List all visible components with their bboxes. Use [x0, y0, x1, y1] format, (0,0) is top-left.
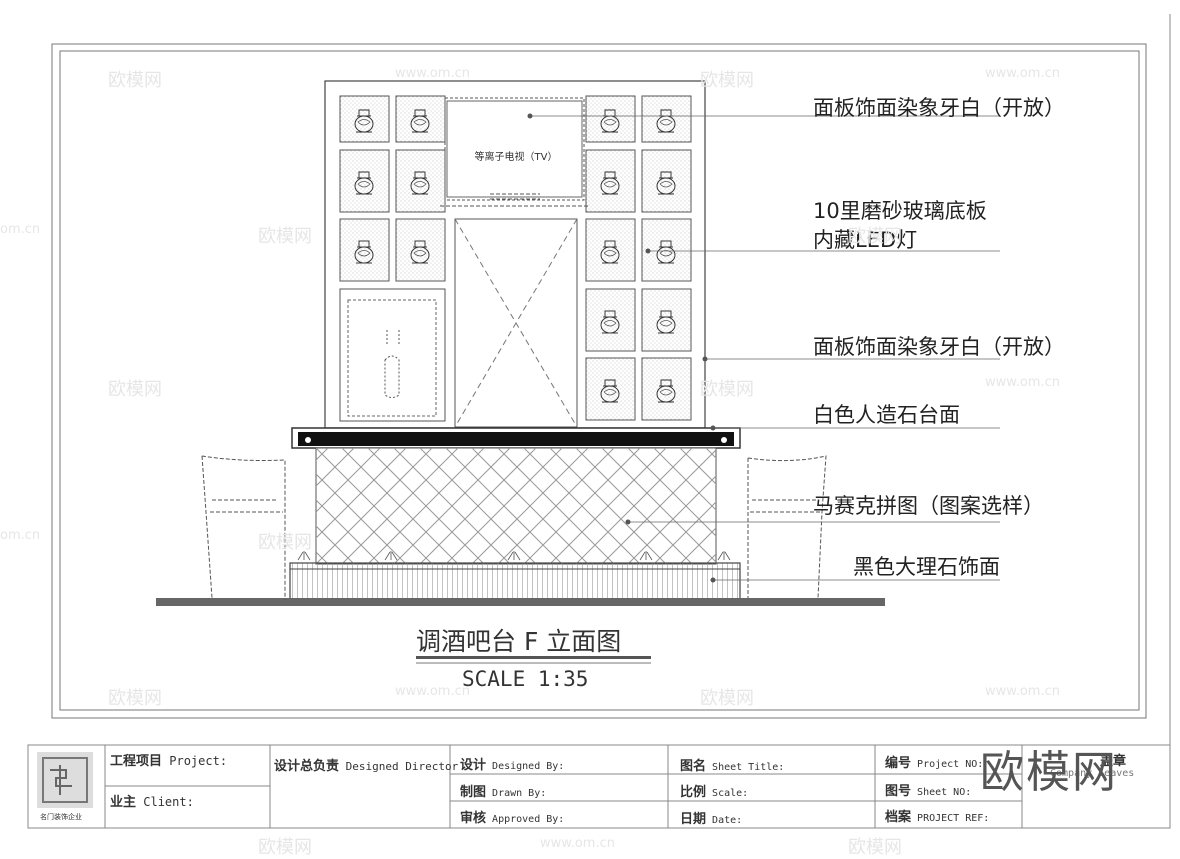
tb-sheet-title: 图名 Sheet Title:: [680, 759, 785, 774]
watermark-url: www.om.cn: [395, 684, 470, 699]
watermark-brand: 欧模网: [848, 226, 902, 247]
watermark-brand: 欧模网: [258, 532, 312, 553]
tb-client: 业主 Client:: [110, 795, 194, 810]
tb-designed: 设计 Designed By:: [460, 758, 565, 773]
tb-director: 设计总负责 Designed Director: [274, 759, 459, 774]
tb-approved: 审核 Approved By:: [460, 811, 565, 826]
callout-counter: 白色人造石台面: [813, 403, 960, 427]
watermark-url: www.om.cn: [395, 66, 470, 81]
tb-ref: 档案 PROJECT REF:: [885, 810, 990, 825]
drawing-scale: SCALE 1:35: [462, 667, 589, 691]
watermark-url-short: om.cn: [0, 222, 41, 237]
watermark-brand: 欧模网: [700, 379, 754, 400]
watermark-brand: 欧模网: [258, 226, 312, 247]
watermark-brand: 欧模网: [848, 837, 902, 858]
logo-caption: 名门装饰企业: [40, 813, 82, 821]
watermark-brand: 欧模网: [258, 837, 312, 858]
callout-glass-line2: 内藏LED灯: [813, 228, 918, 252]
watermark-brand: 欧模网: [108, 688, 162, 709]
watermark-url: www.om.cn: [985, 684, 1060, 699]
watermark-brand: 欧模网: [108, 70, 162, 91]
watermark-url: www.om.cn: [985, 375, 1060, 390]
tb-sheet-no: 图号 Sheet NO:: [885, 784, 972, 799]
callout-panel-mid: 面板饰面染象牙白（开放）: [813, 335, 1065, 359]
callout-panel-top: 面板饰面染象牙白（开放）: [813, 96, 1065, 120]
watermark-url: www.om.cn: [985, 66, 1060, 81]
watermark-brand: 欧模网: [700, 70, 754, 91]
watermark-brand: 欧模网: [700, 688, 754, 709]
watermark-url: www.om.cn: [540, 836, 615, 851]
tb-project: 工程项目 Project:: [110, 754, 228, 769]
tb-date: 日期 Date:: [680, 812, 743, 827]
tb-seal-en: Company Leaves: [1050, 768, 1135, 779]
tb-seal: 盖章: [1100, 754, 1127, 769]
tb-drawn: 制图 Drawn By:: [460, 785, 547, 800]
watermark-brand: 欧模网: [108, 379, 162, 400]
callout-marble: 黑色大理石饰面: [853, 555, 1000, 579]
drawing-title: 调酒吧台 F 立面图: [416, 627, 622, 656]
tv-label: 等离子电视（TV）: [475, 150, 558, 163]
watermark-brand-large: 欧模网: [980, 747, 1118, 798]
tb-scale: 比例 Scale:: [680, 785, 749, 800]
company-logo: [37, 752, 93, 808]
callout-mosaic: 马赛克拼图（图案选样）: [813, 494, 1044, 518]
tb-project-no: 编号 Project NO:: [885, 756, 984, 771]
watermark-url-short: om.cn: [0, 528, 41, 543]
callout-glass-line1: 10里磨砂玻璃底板: [813, 199, 987, 223]
